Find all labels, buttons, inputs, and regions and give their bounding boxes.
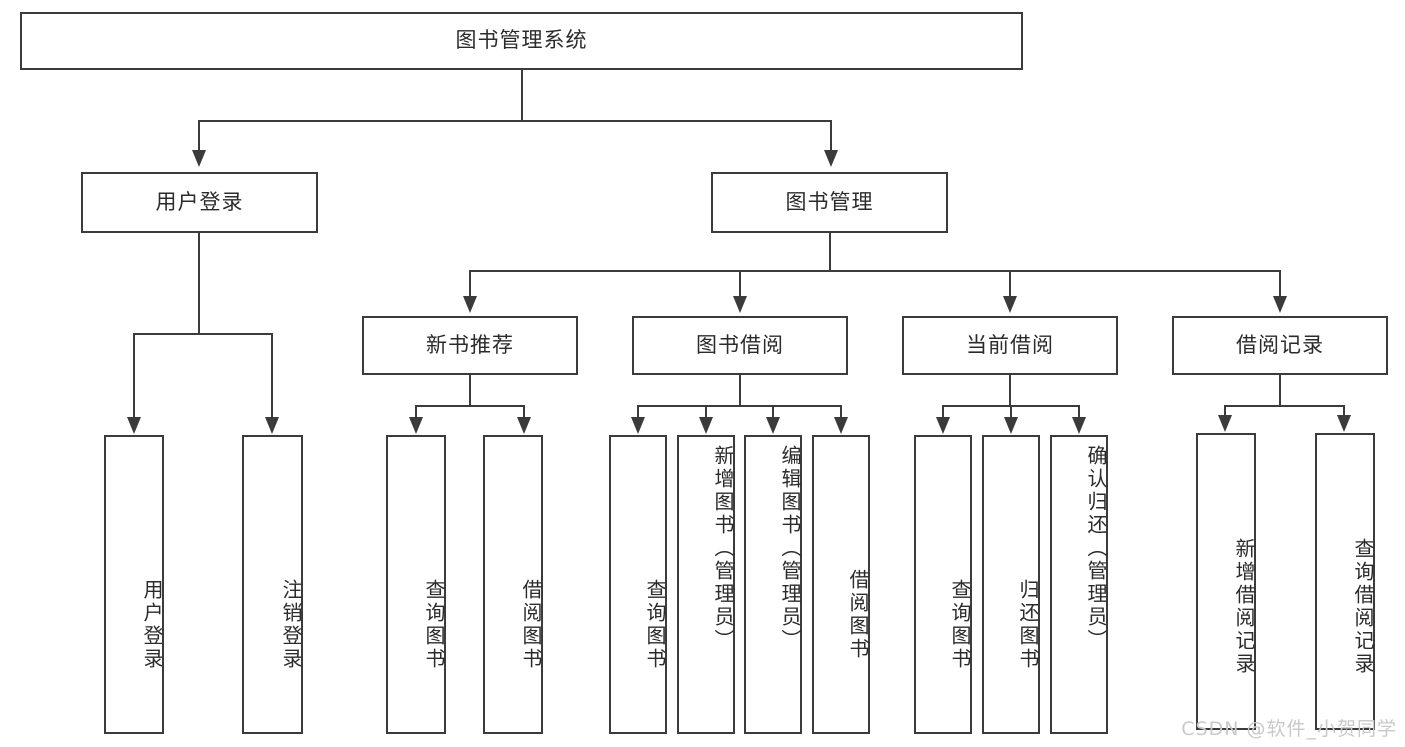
connector-br-leaf2 bbox=[1343, 405, 1345, 417]
connector-user-login-leaf1 bbox=[133, 333, 135, 419]
connector-to-borrow-record bbox=[1279, 270, 1281, 298]
node-label: 图书管理系统 bbox=[455, 28, 588, 53]
arrowhead-cb-leaf1 bbox=[936, 417, 950, 434]
leaf-borrow-record-query-record[interactable]: 查询借阅记录 bbox=[1315, 433, 1375, 730]
node-label: 归还图书 bbox=[1016, 578, 1040, 671]
connector-new-book-recommend-bus bbox=[415, 405, 525, 407]
node-label: 图书借阅 bbox=[696, 332, 784, 357]
arrowhead-nbr-leaf1 bbox=[409, 417, 423, 434]
connector-to-current-borrow bbox=[1009, 270, 1011, 298]
connector-user-login-bus bbox=[133, 333, 272, 335]
connector-root-bus bbox=[198, 120, 831, 122]
leaf-current-borrow-return-book[interactable]: 归还图书 bbox=[982, 435, 1040, 734]
node-label: 借阅图书 bbox=[519, 578, 543, 671]
node-label: 新书推荐 bbox=[426, 332, 514, 357]
leaf-user-login-login[interactable]: 用户登录 bbox=[104, 435, 164, 734]
node-root-book-management-system[interactable]: 图书管理系统 bbox=[20, 12, 1023, 70]
node-label: 编辑图书（管理员） bbox=[778, 445, 802, 652]
node-label: 借阅记录 bbox=[1236, 332, 1324, 357]
node-new-book-recommend[interactable]: 新书推荐 bbox=[362, 316, 578, 375]
connector-book-management-trunk bbox=[829, 233, 831, 272]
connector-cb-leaf2 bbox=[1010, 405, 1012, 419]
arrowhead-root-to-user-login bbox=[192, 150, 206, 167]
node-borrow-record[interactable]: 借阅记录 bbox=[1172, 316, 1388, 375]
arrowhead-cb-leaf2 bbox=[1004, 417, 1018, 434]
node-user-login[interactable]: 用户登录 bbox=[81, 172, 318, 233]
node-book-management[interactable]: 图书管理 bbox=[711, 172, 948, 233]
arrowhead-br-leaf1 bbox=[1218, 415, 1232, 432]
connector-bb-leaf4 bbox=[840, 405, 842, 419]
leaf-current-borrow-confirm-return-admin[interactable]: 确认归还（管理员） bbox=[1050, 435, 1108, 734]
node-label: 新增图书（管理员） bbox=[711, 445, 735, 652]
connector-book-management-bus bbox=[469, 270, 1281, 272]
arrowhead-to-current-borrow bbox=[1003, 296, 1017, 313]
arrowhead-to-borrow-record bbox=[1273, 296, 1287, 313]
connector-to-book-borrow bbox=[739, 270, 741, 298]
arrowhead-to-book-borrow bbox=[733, 296, 747, 313]
connector-cb-leaf3 bbox=[1078, 405, 1080, 419]
node-label: 查询图书 bbox=[948, 578, 972, 671]
node-label: 查询借阅记录 bbox=[1351, 537, 1375, 676]
leaf-new-book-recommend-borrow-book[interactable]: 借阅图书 bbox=[483, 435, 543, 734]
node-label: 图书管理 bbox=[785, 189, 874, 214]
connector-user-login-leaf2 bbox=[271, 333, 273, 419]
connector-bb-leaf3 bbox=[772, 405, 774, 419]
connector-br-leaf1 bbox=[1224, 405, 1226, 417]
arrowhead-root-to-book-management bbox=[824, 150, 838, 167]
connector-current-borrow-trunk bbox=[1009, 375, 1011, 407]
connector-book-borrow-bus bbox=[637, 405, 841, 407]
arrowhead-bb-leaf2 bbox=[699, 417, 713, 434]
connector-bb-leaf1 bbox=[637, 405, 639, 419]
connector-borrow-record-bus bbox=[1224, 405, 1345, 407]
node-book-borrow[interactable]: 图书借阅 bbox=[632, 316, 848, 375]
connector-borrow-record-trunk bbox=[1279, 375, 1281, 407]
leaf-current-borrow-query-book[interactable]: 查询图书 bbox=[914, 435, 972, 734]
connector-new-book-recommend-trunk bbox=[469, 375, 471, 407]
arrowhead-user-login-leaf2 bbox=[265, 417, 279, 434]
leaf-book-borrow-query-book[interactable]: 查询图书 bbox=[609, 435, 667, 734]
arrowhead-to-new-book-recommend bbox=[463, 296, 477, 313]
connector-cb-leaf1 bbox=[942, 405, 944, 419]
node-label: 当前借阅 bbox=[966, 332, 1054, 357]
leaf-book-borrow-edit-book-admin[interactable]: 编辑图书（管理员） bbox=[744, 435, 802, 734]
node-label: 查询图书 bbox=[643, 578, 667, 671]
leaf-book-borrow-borrow-book[interactable]: 借阅图书 bbox=[812, 435, 870, 734]
arrowhead-bb-leaf1 bbox=[631, 417, 645, 434]
arrowhead-bb-leaf4 bbox=[834, 417, 848, 434]
node-label: 新增借阅记录 bbox=[1232, 537, 1256, 676]
node-label: 借阅图书 bbox=[846, 568, 870, 661]
leaf-book-borrow-add-book-admin[interactable]: 新增图书（管理员） bbox=[677, 435, 735, 734]
node-label: 查询图书 bbox=[422, 578, 446, 671]
node-label: 注销登录 bbox=[279, 578, 303, 671]
leaf-borrow-record-add-record[interactable]: 新增借阅记录 bbox=[1196, 433, 1256, 730]
arrowhead-user-login-leaf1 bbox=[127, 417, 141, 434]
connector-bb-leaf2 bbox=[705, 405, 707, 419]
arrowhead-nbr-leaf2 bbox=[517, 417, 531, 434]
connector-root-trunk bbox=[521, 70, 523, 122]
connector-book-borrow-trunk bbox=[739, 375, 741, 407]
node-current-borrow[interactable]: 当前借阅 bbox=[902, 316, 1118, 375]
connector-nbr-leaf2 bbox=[523, 405, 525, 419]
connector-nbr-leaf1 bbox=[415, 405, 417, 419]
arrowhead-cb-leaf3 bbox=[1072, 417, 1086, 434]
connector-root-to-book-management bbox=[830, 120, 832, 152]
node-label: 用户登录 bbox=[155, 189, 244, 214]
connector-to-new-book-recommend bbox=[469, 270, 471, 298]
arrowhead-bb-leaf3 bbox=[766, 417, 780, 434]
connector-root-to-user-login bbox=[198, 120, 200, 152]
leaf-user-login-logout[interactable]: 注销登录 bbox=[242, 435, 303, 734]
node-label: 用户登录 bbox=[140, 578, 164, 671]
arrowhead-br-leaf2 bbox=[1337, 415, 1351, 432]
connector-user-login-trunk bbox=[198, 233, 200, 335]
leaf-new-book-recommend-query-book[interactable]: 查询图书 bbox=[386, 435, 446, 734]
node-label: 确认归还（管理员） bbox=[1084, 445, 1108, 652]
